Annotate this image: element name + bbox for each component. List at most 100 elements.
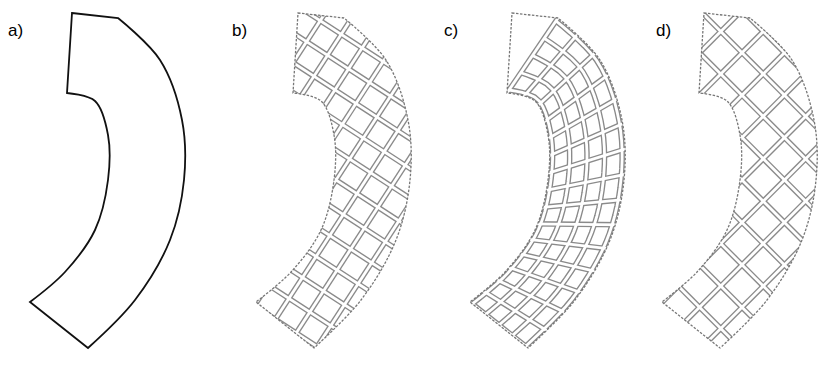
lattice-rib-core	[827, 0, 832, 95]
lattice-rib-core	[0, 0, 702, 371]
lattice-rib	[572, 10, 832, 371]
part-outline	[470, 13, 625, 348]
lattice-rib-core	[806, 244, 832, 371]
infill-panel	[30, 13, 185, 348]
lattice-rib	[106, 222, 700, 371]
lattice-rib-core	[106, 222, 700, 371]
lattice-rib-core	[275, 53, 832, 371]
lattice-rib-core	[254, 74, 832, 371]
lattice-rib-core	[233, 0, 827, 265]
lattice-rib	[0, 203, 525, 371]
lattice-rib	[84, 0, 678, 116]
part-outline	[30, 13, 185, 348]
lattice-rib	[63, 265, 657, 371]
lattice-rib	[65, 0, 769, 283]
lattice-rib-core	[42, 286, 636, 371]
lattice-rib-core	[0, 77, 607, 371]
lattice-rib-core	[0, 182, 538, 371]
lattice-rib-core	[86, 0, 543, 371]
lattice-rib	[0, 140, 566, 371]
lattice-rib-core	[254, 0, 832, 286]
lattice-rib-core	[0, 0, 334, 371]
lattice-rib-core	[107, 0, 564, 371]
lattice-rib	[233, 95, 827, 371]
lattice-rib	[106, 0, 700, 138]
lattice-rib-core	[339, 0, 832, 371]
lattice-rib-core	[0, 0, 418, 371]
lattice-rib	[0, 35, 634, 371]
lattice-rib	[806, 0, 832, 116]
lattice-rib-core	[445, 0, 832, 371]
lattice-rib-core	[106, 0, 700, 138]
lattice-rib	[0, 245, 498, 371]
lattice-rib-core	[0, 14, 647, 371]
lattice-rib	[472, 90, 552, 304]
lattice-rib-core	[44, 0, 501, 371]
infill-panel	[464, 11, 633, 353]
lattice-rib	[233, 0, 690, 371]
lattice-rib	[0, 329, 443, 371]
lattice-rib-core	[763, 201, 832, 371]
lattice-rib-core	[572, 10, 832, 371]
lattice-rib	[191, 0, 648, 371]
lattice-rib	[106, 0, 810, 220]
lattice-rib-core	[0, 266, 484, 371]
lattice-rib-core	[572, 0, 832, 350]
lattice-rib-core	[0, 0, 688, 371]
lattice-rib-core	[806, 0, 832, 116]
lattice-rib-core	[0, 287, 470, 371]
lattice-rib	[0, 0, 208, 301]
lattice-rib-core	[0, 161, 552, 371]
panel-label: d)	[656, 22, 671, 39]
lattice-rib	[0, 0, 271, 342]
lattice-rib	[0, 0, 229, 314]
lattice-rib	[0, 287, 470, 371]
lattice-rib-core	[297, 0, 832, 328]
lattice-rib-core	[0, 0, 208, 301]
lattice-rib-core	[424, 0, 832, 371]
lattice-rib	[242, 0, 832, 10]
lattice-rib-core	[148, 180, 742, 371]
lattice-rib	[148, 180, 742, 371]
lattice-rib-core	[275, 0, 832, 307]
lattice-rib-core	[0, 0, 229, 314]
lattice-rib-core	[509, 0, 832, 371]
lattice-rib-core	[700, 138, 832, 371]
lattice-rib-core	[149, 0, 606, 371]
lattice-rib-core	[0, 0, 292, 355]
lattice-rib-core	[0, 0, 376, 371]
lattice-rib	[0, 0, 688, 371]
lattice-rib	[0, 0, 702, 371]
lattice-rib-core	[233, 0, 690, 371]
lattice-rib-core	[0, 119, 579, 371]
lattice-rib	[297, 0, 832, 328]
lattice-rib	[84, 244, 678, 371]
lattice-rib	[127, 201, 721, 371]
lattice-rib-core	[0, 0, 250, 328]
lattice-rib-core	[84, 244, 678, 371]
lattice-rib	[700, 138, 832, 371]
lattice-rib	[403, 0, 832, 371]
infill-panel	[21, 0, 832, 371]
lattice-rib	[381, 0, 832, 371]
panel-label: b)	[232, 22, 247, 39]
lattice-rib-core	[381, 0, 832, 371]
lattice-rib-core	[827, 265, 832, 371]
lattice-rib-core	[499, 56, 587, 326]
lattice-rib-core	[169, 0, 763, 201]
lattice-rib-core	[169, 159, 763, 371]
lattice-rib-core	[763, 0, 832, 159]
lattice-rib-core	[0, 0, 439, 371]
lattice-rib	[0, 0, 250, 328]
lattice-rib-core	[512, 38, 604, 335]
lattice-rib-core	[424, 0, 832, 371]
lattice-rib	[63, 0, 657, 95]
lattice-rib	[339, 0, 832, 371]
lattice-rib	[169, 0, 763, 201]
lattice-rib-core	[127, 201, 721, 371]
lattice-rib-core	[191, 0, 648, 371]
